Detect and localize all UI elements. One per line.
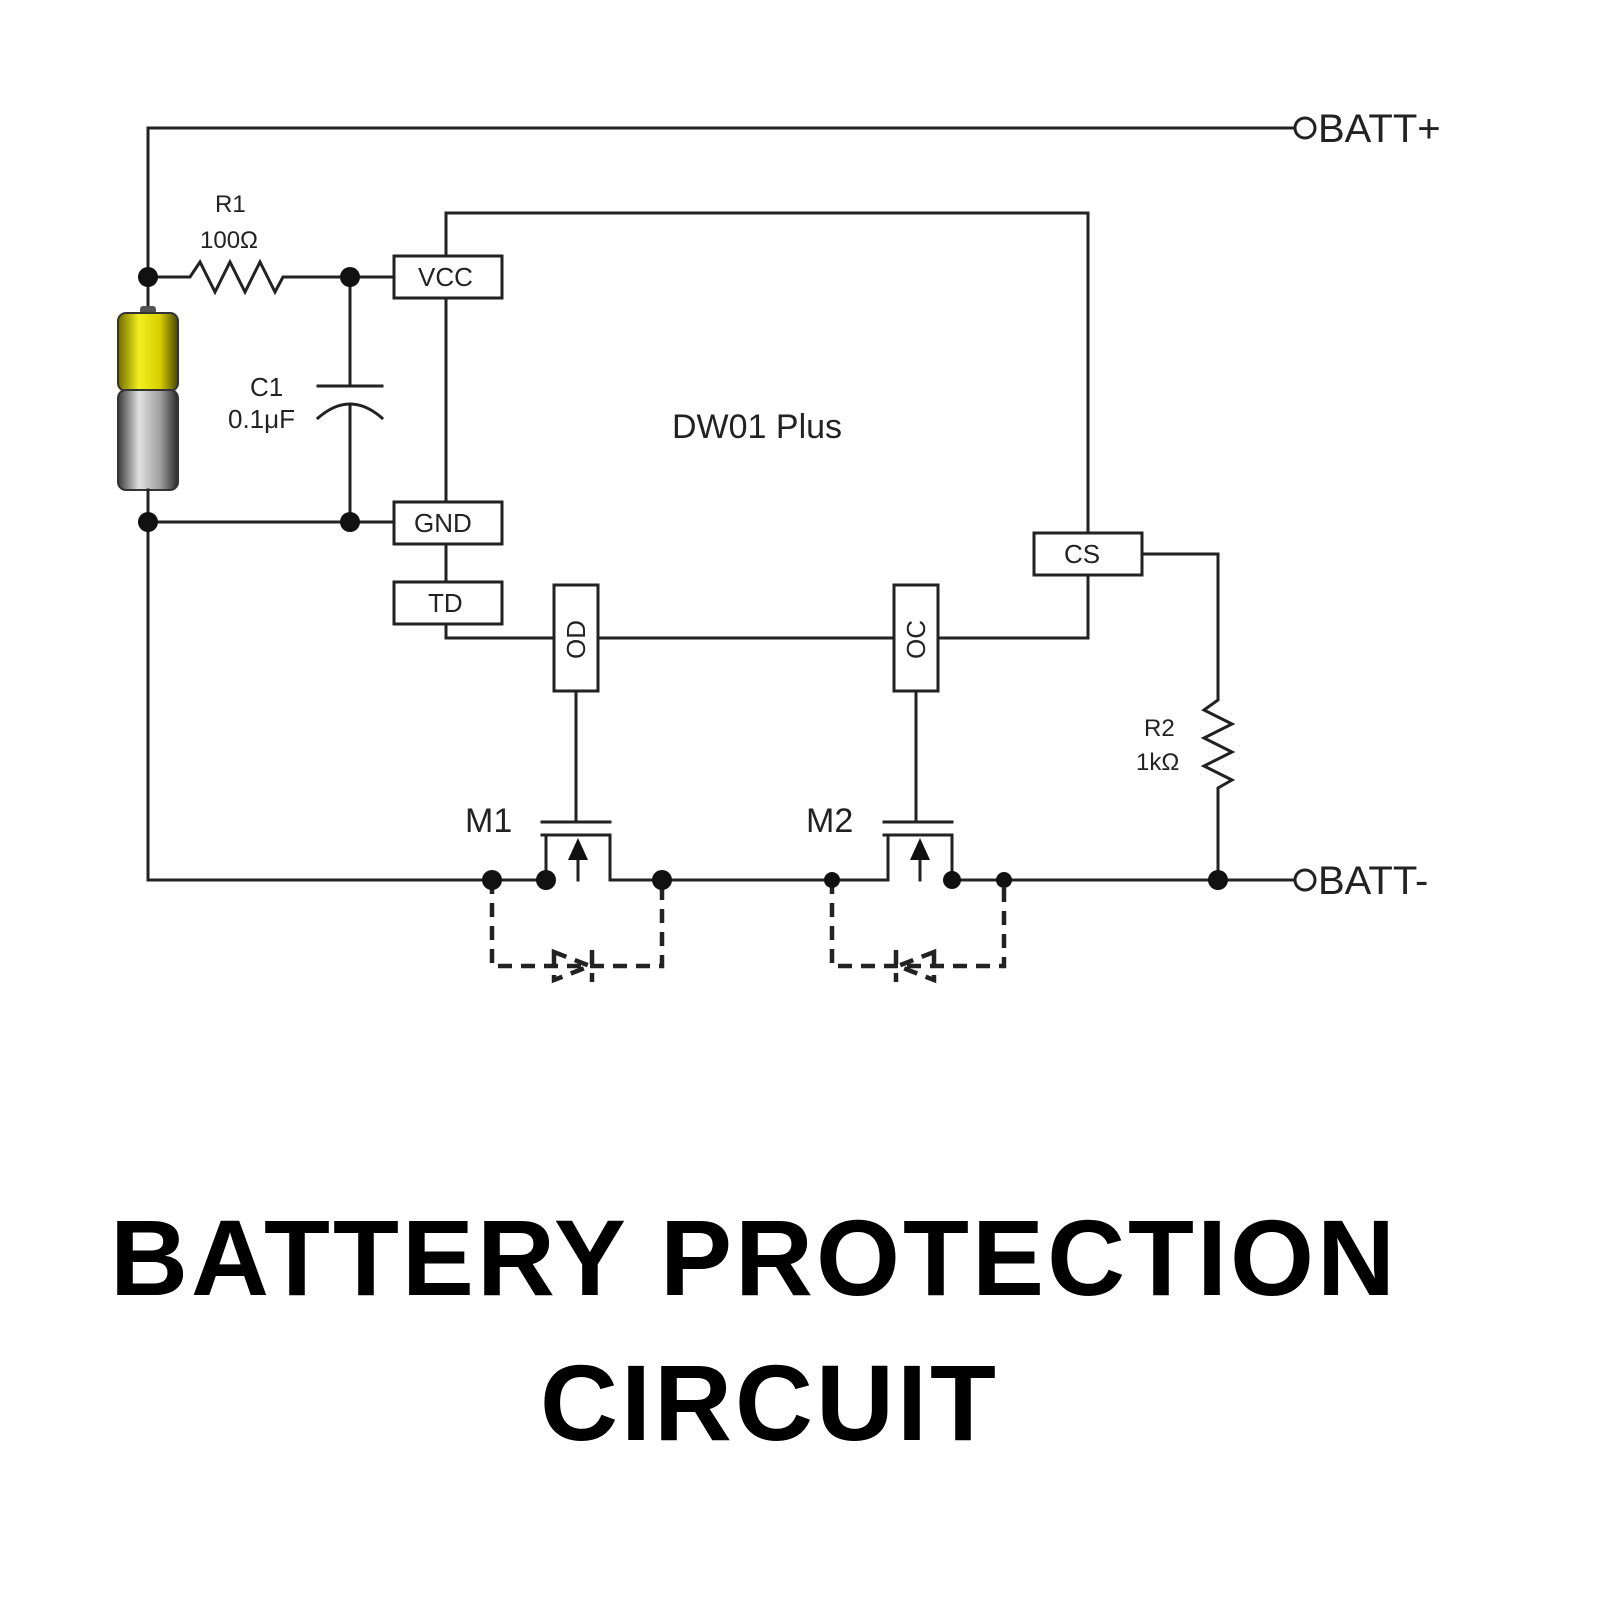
junction-dots — [138, 267, 1228, 890]
battery-cell — [117, 275, 179, 524]
caption-title-line2: CIRCUIT — [540, 1342, 999, 1463]
pin-vcc: VCC — [392, 254, 504, 300]
batt-plus-terminal: BATT+ — [1293, 107, 1441, 151]
m1-ref: M1 — [465, 802, 512, 840]
pin-gnd-label: GND — [414, 508, 472, 538]
batt-plus-label: BATT+ — [1318, 107, 1441, 151]
r1-value: 100Ω — [200, 227, 258, 254]
m1-body-diode — [489, 880, 665, 984]
m2-body-diode — [829, 880, 1007, 984]
resistor-r2: R2 1kΩ — [1136, 552, 1236, 882]
pin-od-label: OD — [561, 620, 591, 659]
mosfet-m2: M2 — [806, 802, 954, 882]
pin-cs: CS — [1032, 531, 1144, 577]
r2-ref: R2 — [1144, 715, 1175, 742]
batt-minus-label: BATT- — [1318, 859, 1428, 903]
capacitor-c1: C1 0.1μF — [228, 275, 385, 524]
r1-ref: R1 — [215, 191, 246, 218]
pin-cs-label: CS — [1064, 539, 1100, 569]
pin-oc-label: OC — [901, 620, 931, 659]
resistor-r1: R1 100Ω — [146, 191, 394, 296]
ic-name: DW01 Plus — [672, 408, 842, 446]
ic-internal-line — [444, 573, 1090, 640]
caption-title-line1: BATTERY PROTECTION — [110, 1197, 1399, 1318]
pin-oc: OC — [892, 583, 940, 693]
ic-dw01-plus: DW01 Plus — [444, 211, 1090, 535]
pin-od: OD — [552, 583, 600, 693]
m2-ref: M2 — [806, 802, 853, 840]
batt-plus-wire — [146, 126, 1297, 279]
pin-td: TD — [392, 542, 504, 626]
pin-vcc-label: VCC — [418, 262, 473, 292]
pin-td-label: TD — [428, 588, 463, 618]
batt-minus-terminal: BATT- — [1293, 859, 1428, 903]
mosfet-m1: M1 — [465, 802, 612, 882]
schematic-diagram: BATT+ R1 100Ω C1 0.1μF DW01 Plus VCC — [117, 107, 1441, 984]
r2-value: 1kΩ — [1136, 749, 1179, 776]
c1-ref: C1 — [250, 372, 283, 402]
c1-value: 0.1μF — [228, 404, 295, 434]
pin-gnd: GND — [392, 500, 504, 546]
